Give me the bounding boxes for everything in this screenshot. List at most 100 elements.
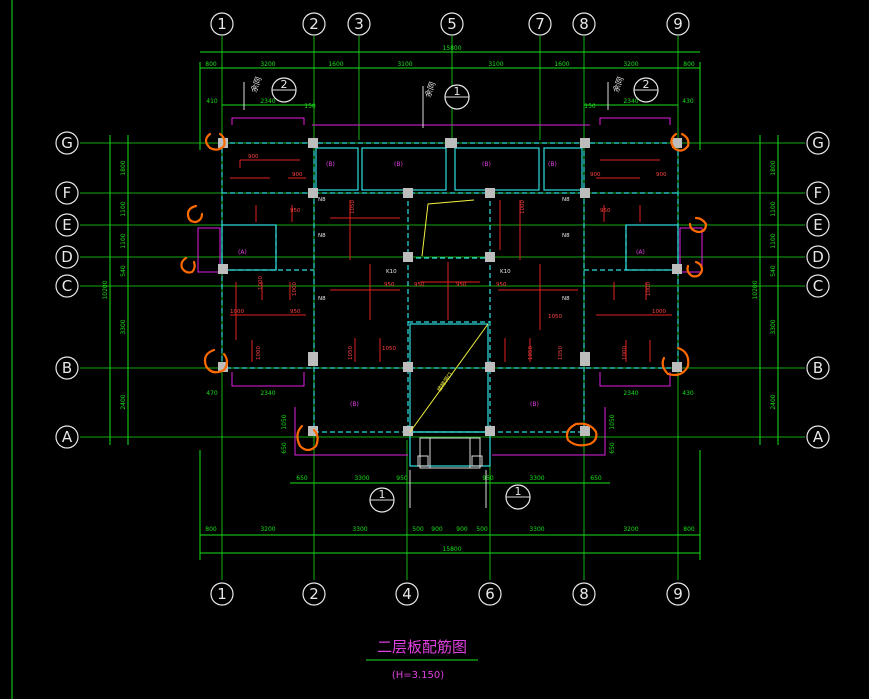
rebar-type-label: N8 [318, 197, 326, 203]
columns [218, 138, 682, 436]
dim-label: 500 [476, 526, 488, 533]
room-label-b: (B) [350, 401, 359, 408]
dim-label: 3200 [623, 61, 638, 68]
axis-label: G [61, 134, 73, 152]
rebar-value: 950 [290, 208, 301, 214]
axis-label: 2 [309, 585, 319, 603]
rebar-value: 900 [248, 154, 259, 160]
rebar-value: 1000 [230, 309, 244, 315]
rebar-value: 950 [496, 282, 507, 288]
dim-label: 900 [456, 526, 468, 533]
dim-label: 150 [304, 103, 316, 110]
axis-label: C [813, 277, 823, 295]
markup-circle [565, 422, 598, 447]
room-label-a: (A) [636, 249, 645, 256]
room-label-b: (B) [530, 401, 539, 408]
section-label: 余同 [610, 75, 625, 93]
markup-circle [204, 132, 226, 151]
dim-label: 900 [431, 526, 443, 533]
rebar-type-label: N8 [562, 296, 570, 302]
dim-label: 2340 [623, 390, 638, 397]
section-num: 1 [515, 485, 522, 498]
axis-label: D [61, 248, 73, 266]
slab-edge-outline [197, 117, 703, 456]
dim-label: 650 [609, 442, 616, 454]
axis-label: 9 [673, 15, 683, 33]
dim-label: 540 [120, 265, 127, 277]
room-label-b: (B) [482, 161, 491, 168]
rebar-type-label: N8 [562, 197, 570, 203]
axis-label: D [812, 248, 824, 266]
dim-label: 800 [683, 526, 695, 533]
left-dimension-text: 1800 1100 1100 540 3300 2400 10200 [102, 160, 127, 409]
markup-circle [670, 132, 690, 152]
dim-label: 10200 [752, 280, 759, 299]
rebar-value: 1050 [558, 346, 564, 360]
dim-label: 1600 [554, 61, 569, 68]
section-num: 2 [643, 78, 650, 91]
horizontal-grid-lines [80, 142, 805, 438]
axis-label: C [62, 277, 72, 295]
axis-bubbles-bottom: 1 2 4 6 8 9 [210, 582, 690, 606]
axis-label: 7 [535, 15, 545, 33]
dim-label: 1050 [281, 414, 288, 429]
dim-label: 410 [206, 98, 218, 105]
dim-label: 2400 [770, 394, 777, 409]
dim-label: 3300 [120, 319, 127, 334]
dim-label: 2340 [260, 390, 275, 397]
dim-label: 150 [584, 103, 596, 110]
dim-label: 3300 [529, 475, 544, 482]
room-label-a: (A) [238, 249, 247, 256]
axis-bubbles-left: G F E D C B A [55, 131, 79, 449]
dim-label: 800 [205, 526, 217, 533]
bottom-dimension-lines [199, 450, 701, 560]
rebar-value: 900 [292, 172, 303, 178]
axis-label: F [814, 184, 823, 202]
dim-label: 500 [412, 526, 424, 533]
rebar-value: 1000 [258, 276, 264, 290]
rebar-value: 950 [290, 309, 301, 315]
stair-opening: 楼梯洞口 [409, 199, 489, 469]
rebar-value: 1000 [520, 200, 526, 214]
drawing-title: 二层板配筋图 [377, 638, 467, 656]
dim-label: 950 [482, 475, 494, 482]
dim-label: 1100 [770, 233, 777, 248]
bottom-dimension-text: 800 3200 3300 500 900 900 500 3300 3200 … [205, 390, 695, 553]
dim-label: 430 [682, 390, 694, 397]
axis-label: 1 [217, 15, 227, 33]
room-label-b: (B) [394, 161, 403, 168]
axis-bubbles-top: 1 2 3 5 7 8 9 [210, 12, 690, 36]
dim-label: 1800 [120, 160, 127, 175]
top-dimension-text: 15800 800 3200 1600 3100 3100 1600 3200 … [205, 45, 695, 110]
dim-label: 650 [281, 442, 288, 454]
room-labels: (B) (B) (B) (B) (B) (B) (A) (A) [238, 161, 645, 408]
markup-circle [688, 216, 708, 234]
markup-circle [661, 346, 690, 377]
axis-label: B [813, 359, 823, 377]
dim-label: 1600 [328, 61, 343, 68]
dim-label: 1800 [770, 160, 777, 175]
dim-label: 1100 [120, 233, 127, 248]
markup-circle [186, 204, 204, 224]
rebar-value: 1000 [622, 346, 628, 360]
room-label-b: (B) [326, 161, 335, 168]
axis-label: G [812, 134, 824, 152]
section-num: 2 [281, 78, 288, 91]
axis-label: 3 [354, 15, 364, 33]
dim-label: 1050 [609, 414, 616, 429]
rebar-value: 950 [456, 282, 467, 288]
axis-label: 6 [485, 585, 495, 603]
axis-label: 8 [579, 15, 589, 33]
dim-label: 3200 [260, 61, 275, 68]
section-num: 1 [379, 488, 386, 501]
dim-label: 800 [205, 61, 217, 68]
rebar-type-label: K10 [386, 269, 397, 275]
dim-label: 540 [770, 265, 777, 277]
axis-label: B [62, 359, 72, 377]
axis-label: 4 [402, 585, 412, 603]
rebar-value: 1000 [256, 346, 262, 360]
stair-note: 楼梯洞口 [435, 371, 454, 394]
rebar-value: 900 [656, 172, 667, 178]
axis-label: 5 [447, 15, 457, 33]
